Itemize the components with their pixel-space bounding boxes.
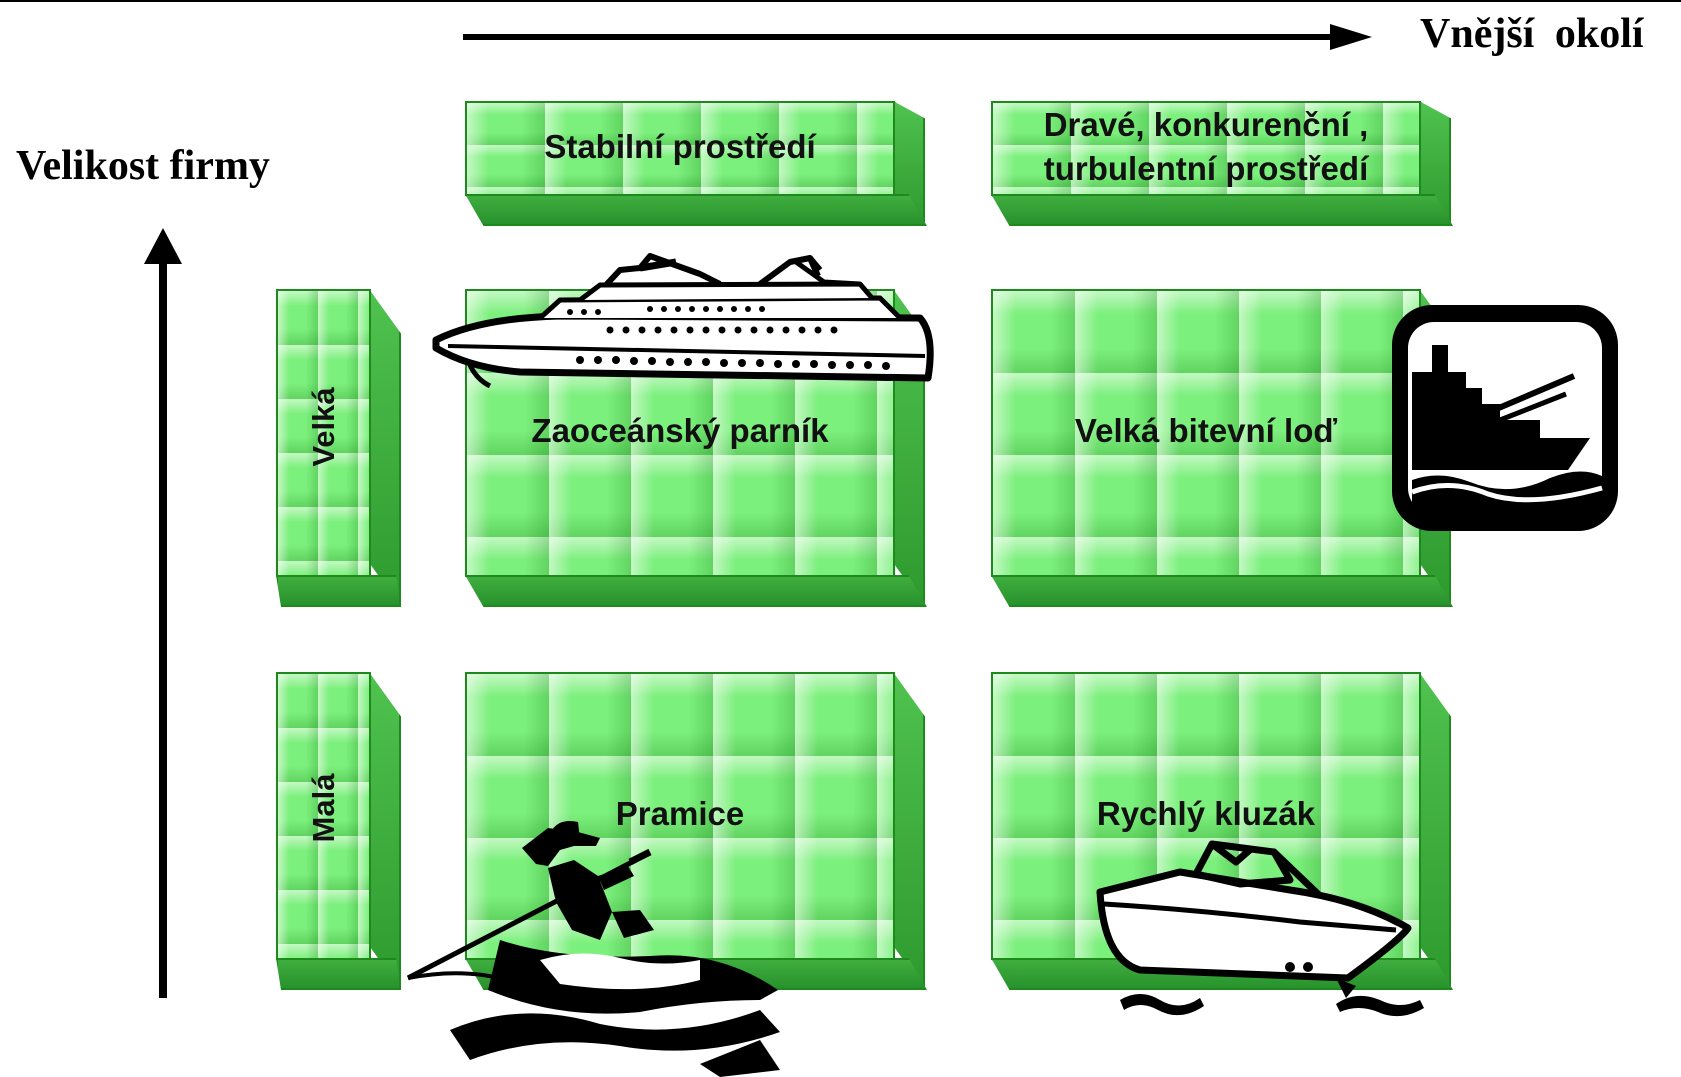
speedboat-icon <box>0 0 1681 1077</box>
